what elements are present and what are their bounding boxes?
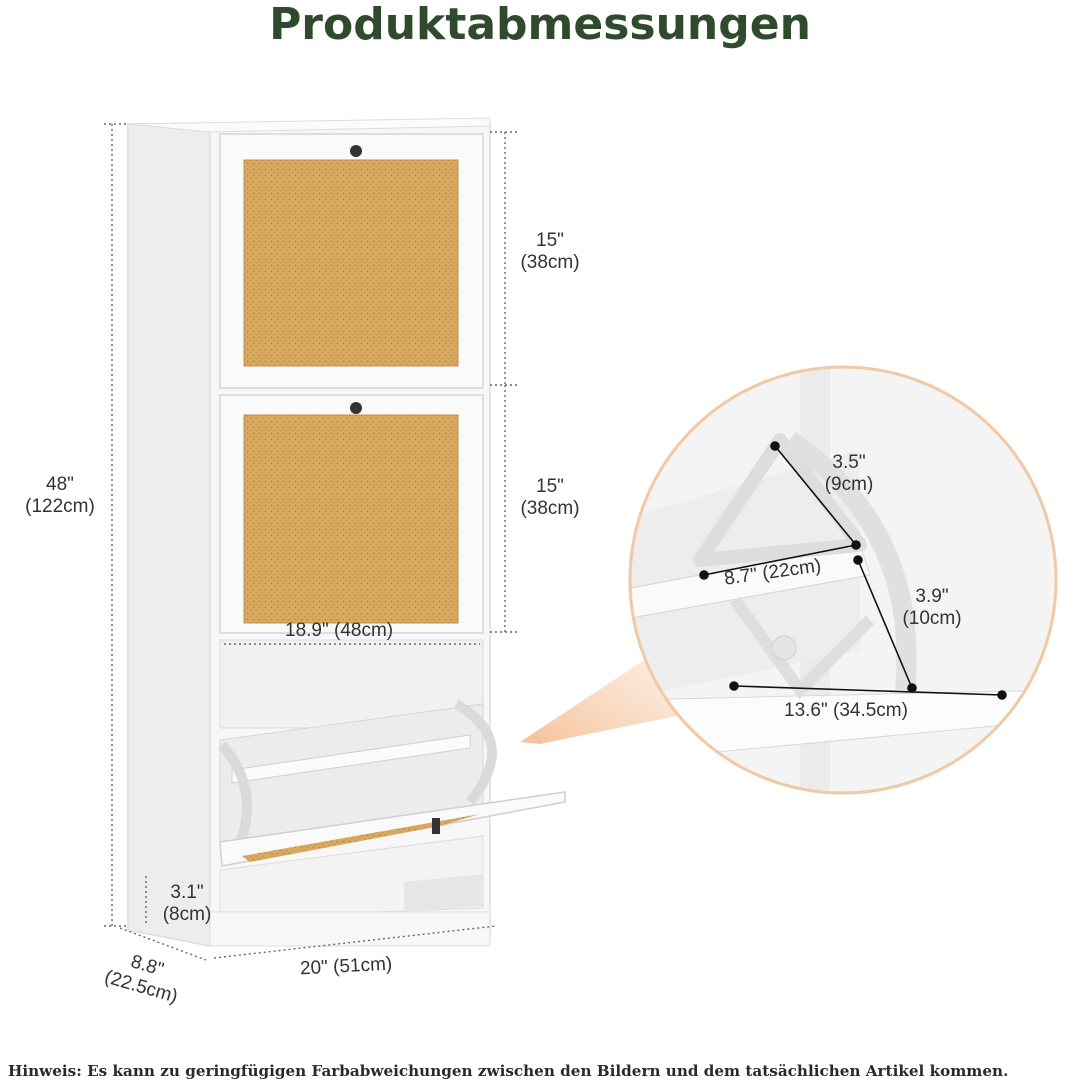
page-title: Produktabmessungen [269, 0, 811, 50]
middle-door-rattan [243, 414, 459, 624]
flap-depth-label: 13.6" (34.5cm) [784, 700, 908, 721]
base-height-label: 3.1" (8cm) [162, 882, 212, 925]
middle-knob [350, 402, 362, 414]
inner-width-label: 18.9" (48cm) [285, 620, 394, 641]
disclaimer-note: Hinweis: Es kann zu geringfügigen Farbab… [8, 1062, 1009, 1080]
top-knob [350, 145, 362, 157]
cabinet-base [209, 911, 491, 947]
top-door-rattan [243, 159, 459, 367]
bracket-top-label: 3.5" (9cm) [824, 452, 874, 495]
cabinet [127, 117, 566, 947]
dimension-lines [104, 123, 520, 961]
detail-view [628, 365, 1058, 795]
door-top-label: 15" (38cm) [520, 230, 580, 273]
door-middle-label: 15" (38cm) [520, 476, 580, 519]
total-height-label: 48" (122cm) [25, 474, 95, 517]
bracket-side-label: 3.9" (10cm) [902, 586, 962, 629]
